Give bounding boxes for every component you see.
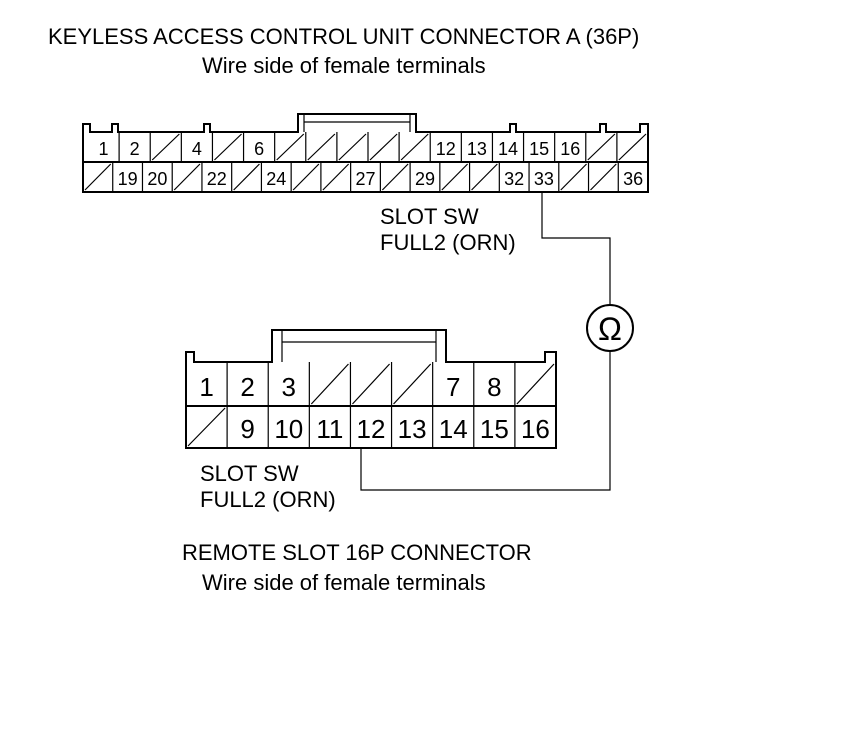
connector-a-bottom-pin-label: 22 — [207, 169, 227, 189]
connector-a-title: KEYLESS ACCESS CONTROL UNIT CONNECTOR A … — [48, 24, 639, 49]
connector-b-bottom-pin-label: 9 — [240, 414, 254, 444]
connector-b-bottom-pin-label: 13 — [398, 414, 427, 444]
wire-a33-to-meter — [541, 192, 611, 305]
connector-a-bottom-pin-label: 20 — [147, 169, 167, 189]
connector-a-bottom-blank-cavity-11 — [381, 163, 409, 191]
connector-a-bottom-blank-cavity-17 — [560, 163, 587, 191]
connector-b-wire-label-1: SLOT SW — [200, 461, 299, 486]
connector-a-bottom-pin-label: 33 — [534, 169, 554, 189]
connector-a-bottom-pin-label: 32 — [504, 169, 524, 189]
connector-a-bottom-blank-cavity-9 — [322, 163, 350, 191]
connector-a-top-blank-cavity-5 — [214, 133, 242, 161]
connector-a-top-pin-label: 6 — [254, 139, 264, 159]
connector-b-top-pin-label: 3 — [282, 372, 296, 402]
connector-a-bottom-pin-label: 29 — [415, 169, 435, 189]
connector-b-top-pin-label: 2 — [240, 372, 254, 402]
connector-a-top-pin-label: 16 — [560, 139, 580, 159]
connector-b-bottom-pin-label: 15 — [480, 414, 509, 444]
connector-b-bottom-pin-label: 11 — [316, 414, 343, 444]
connector-b-wire-label-2: FULL2 (ORN) — [200, 487, 336, 512]
connector-b-title: REMOTE SLOT 16P CONNECTOR — [182, 540, 532, 565]
connector-a-bottom-blank-cavity-8 — [292, 163, 320, 191]
connector-b-bottom-pin-label: 16 — [521, 414, 550, 444]
connector-b-bottom-blank-cavity-1 — [187, 407, 226, 447]
connector-a-top-blank-cavity-11 — [400, 133, 429, 161]
connector-a-subtitle: Wire side of female terminals — [202, 53, 486, 78]
ohm-symbol: Ω — [598, 311, 622, 347]
connector-a-top-blank-cavity-3 — [151, 133, 180, 161]
connector-a-top-pin-label: 13 — [467, 139, 487, 159]
connector-b-subtitle: Wire side of female terminals — [202, 570, 486, 595]
connector-a-top-pin-label: 4 — [192, 139, 202, 159]
connector-b-body — [185, 329, 557, 449]
connector-a-top-pin-label: 1 — [99, 139, 109, 159]
connector-b-top-blank-cavity-5 — [352, 363, 390, 405]
connector-a-top-blank-cavity-10 — [369, 133, 398, 161]
wire-meter-to-b12 — [360, 350, 611, 491]
connector-b-top-blank-cavity-9 — [516, 363, 555, 405]
connector-a-bottom-pin-label: 36 — [623, 169, 643, 189]
connector-a-bottom-blank-cavity-18 — [590, 163, 617, 191]
connector-b-top-blank-cavity-6 — [393, 363, 432, 405]
connector-b-top-blank-cavity-4 — [310, 363, 349, 405]
connector-a-top-blank-cavity-9 — [338, 133, 367, 161]
connector-a-bottom-blank-cavity-6 — [233, 163, 260, 191]
connector-a-bottom-blank-cavity-13 — [441, 163, 469, 191]
connector-a-top-pin-label: 12 — [436, 139, 456, 159]
connector-a-top-pin-label: 15 — [529, 139, 549, 159]
connector-b-top-pin-label: 8 — [487, 372, 501, 402]
connector-b-bottom-pin-label: 10 — [274, 414, 303, 444]
connector-a-wire-label-1: SLOT SW — [380, 204, 479, 229]
connector-a-body — [82, 113, 649, 193]
connector-a-top-blank-cavity-8 — [307, 133, 336, 161]
connector-b-bottom-pin-label: 12 — [357, 414, 386, 444]
connector-a-bottom-pin-label: 27 — [355, 169, 375, 189]
connector-a-top-pin-label: 14 — [498, 139, 518, 159]
connector-a-top-blank-cavity-17 — [587, 133, 616, 161]
connector-a-bottom-blank-cavity-14 — [471, 163, 498, 191]
connector-a-bottom-blank-cavity-1 — [84, 163, 112, 191]
connector-a-bottom-pin-label: 19 — [118, 169, 138, 189]
ohmmeter-icon — [586, 304, 634, 352]
connector-b-bottom-pin-label: 14 — [439, 414, 468, 444]
connector-b-top-pin-label: 7 — [446, 372, 460, 402]
connector-a-top-pin-label: 2 — [130, 139, 140, 159]
connector-a-bottom-pin-label: 24 — [266, 169, 286, 189]
connector-b-top-pin-label: 1 — [199, 372, 213, 402]
connector-a-wire-label-2: FULL2 (ORN) — [380, 230, 516, 255]
test-wiring: Ω — [360, 192, 634, 491]
connector-a-top-blank-cavity-7 — [276, 133, 305, 161]
connector-a-top-blank-cavity-18 — [618, 133, 647, 161]
connector-a-bottom-blank-cavity-4 — [173, 163, 201, 191]
